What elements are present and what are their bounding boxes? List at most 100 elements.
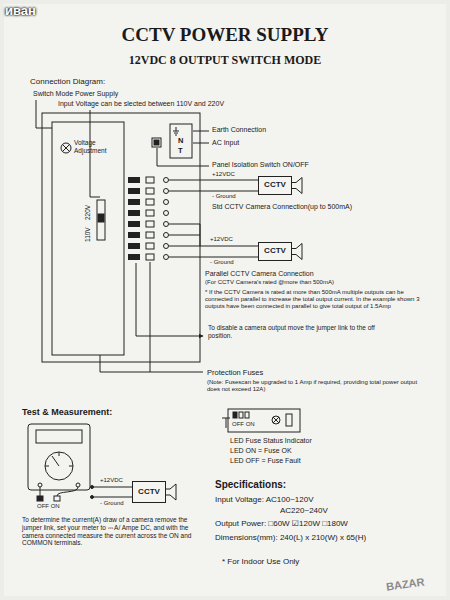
output-terminal — [164, 255, 169, 260]
switch-position: 110V — [84, 227, 92, 242]
part-label: AC Input — [212, 139, 239, 147]
jumper-link — [128, 177, 140, 183]
jumper-link — [128, 210, 140, 216]
output-terminal — [164, 222, 169, 227]
voltage-pot — [61, 143, 71, 153]
leader-line — [100, 262, 203, 372]
spec-line: AC220~240V — [280, 506, 328, 516]
output-rows — [128, 177, 169, 260]
camera-lens — [166, 484, 176, 500]
fuse-holder — [146, 232, 154, 238]
fuse-indicator-box — [228, 409, 300, 432]
camera-label: CCTV — [264, 181, 286, 190]
spec-line: Input Voltage: AC100~120V — [215, 495, 314, 505]
fuse-symbol — [286, 414, 292, 426]
earth-symbol — [173, 127, 179, 135]
terminal-letter: N — [178, 136, 183, 145]
isolation-switch — [152, 138, 161, 147]
terminal-block — [170, 124, 192, 158]
signal-name: +12VDC — [100, 477, 123, 484]
note-text: To disable a camera output move the jump… — [208, 324, 398, 340]
camera-box: CCTV — [132, 481, 166, 503]
part-label: Switch Mode Power Supply — [33, 90, 118, 98]
leader-arrow — [136, 263, 203, 336]
multimeter — [28, 424, 90, 490]
leader-line — [193, 143, 209, 144]
output-terminal — [164, 244, 169, 249]
part-label: Panel Isolation Switch ON/OFF — [212, 161, 309, 169]
page-title: CCTV POWER SUPPLY — [0, 24, 450, 47]
spec-line: Output Power: □60W ☑120W □180W — [215, 519, 348, 529]
paper — [4, 4, 446, 596]
leader-line — [36, 100, 52, 128]
note-text: Parallel CCTV Camera Connection — [205, 270, 314, 278]
spec-line: Dimensions(mm): 240(L) x 210(W) x 65(H) — [215, 533, 366, 543]
camera-lens — [292, 244, 302, 260]
signal-name: - Ground — [210, 259, 234, 266]
fuse-holder — [146, 243, 154, 249]
jumper-pin — [239, 412, 243, 418]
jumper-link — [128, 221, 140, 227]
wire — [93, 487, 132, 497]
part-label: Earth Connection — [212, 126, 266, 134]
section-heading: Connection Diagram: — [30, 77, 105, 87]
jumper-pin — [245, 412, 249, 418]
note-text: LED ON = Fuse OK — [230, 447, 292, 455]
wire — [169, 224, 258, 246]
part-label: Voltage Adjustment — [74, 139, 116, 155]
terminal-letter: T — [178, 146, 183, 155]
meter-jack — [76, 483, 80, 487]
fuse-bracket — [222, 418, 230, 428]
signal-name: +12VDC — [212, 171, 235, 178]
leader-line — [157, 148, 209, 166]
output-terminal — [164, 189, 169, 194]
switch-position: OFF ON — [37, 503, 60, 510]
psu-housing — [42, 113, 200, 362]
jumper-link — [128, 199, 140, 205]
camera-label: CCTV — [264, 247, 286, 256]
terminal-dot — [91, 496, 94, 499]
fuse-holder — [146, 210, 154, 216]
led-cross — [273, 417, 279, 423]
note-text: To determine the current(A) draw of a ca… — [22, 516, 207, 547]
camera-lenses — [166, 178, 302, 501]
section-heading: Test & Measurement: — [22, 407, 112, 418]
note-text: (For CCTV Camera's rated @more than 500m… — [205, 279, 334, 286]
meter-dial — [45, 452, 73, 480]
wire — [169, 191, 258, 192]
camera-box: CCTV — [258, 176, 292, 195]
wire — [169, 257, 258, 258]
camera-box: CCTV — [258, 242, 292, 261]
test-terminal — [54, 496, 60, 501]
fuse-holder — [146, 188, 154, 194]
meter-lead — [40, 487, 78, 496]
pot-cross — [63, 145, 70, 152]
switch-position: 220V — [84, 205, 92, 220]
jumper-link — [128, 254, 140, 260]
signal-name: - Ground — [212, 193, 236, 200]
test-terminal — [37, 496, 43, 501]
switch-position: OFF ON — [232, 421, 255, 428]
dial-pointer — [45, 452, 73, 466]
camera-label: CCTV — [138, 488, 160, 497]
voltage-switch — [97, 200, 105, 240]
fuse-holder — [146, 177, 154, 183]
led-symbol — [272, 416, 280, 424]
watermark: иван — [5, 3, 36, 19]
switch-knob — [98, 214, 104, 222]
fuse-holder — [146, 221, 154, 227]
note-text: LED OFF = Fuse Fault — [230, 457, 301, 465]
note-text: (Note: Fusescan be upgraded to 1 Amp if … — [207, 379, 422, 393]
note-text: * For Indoor Use Only — [222, 557, 299, 567]
section-heading: Specifications: — [215, 479, 286, 491]
note-text: * If the CCTV Camera is rated at more th… — [205, 289, 420, 311]
wire — [169, 180, 258, 181]
camera-lens — [292, 178, 302, 194]
output-terminal — [164, 233, 169, 238]
fuse-holder — [146, 199, 154, 205]
switch-rocker — [154, 140, 159, 145]
note-text: Input Voltage can be slected between 110… — [58, 100, 224, 108]
jumper-link — [128, 188, 140, 194]
part-label: LED Fuse Status Indicator — [230, 437, 312, 445]
